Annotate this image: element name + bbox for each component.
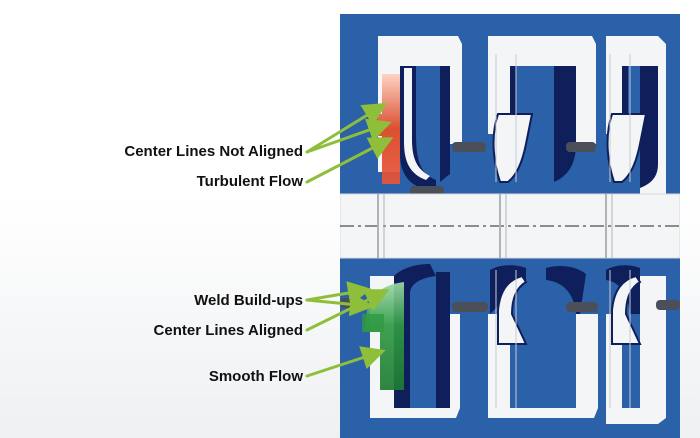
label-center-lines-aligned: Center Lines Aligned xyxy=(153,322,303,339)
lower-impellers xyxy=(394,264,642,408)
label-weld-buildups: Weld Build-ups xyxy=(194,292,303,309)
pump-shaft xyxy=(340,193,680,259)
label-turbulent-flow: Turbulent Flow xyxy=(196,173,303,190)
pump-cross-section-diagram xyxy=(340,14,680,438)
weld-buildup-patch xyxy=(362,314,384,332)
label-center-lines-not-aligned: Center Lines Not Aligned xyxy=(124,143,303,160)
upper-impellers xyxy=(400,54,658,190)
label-smooth-flow: Smooth Flow xyxy=(208,368,303,385)
